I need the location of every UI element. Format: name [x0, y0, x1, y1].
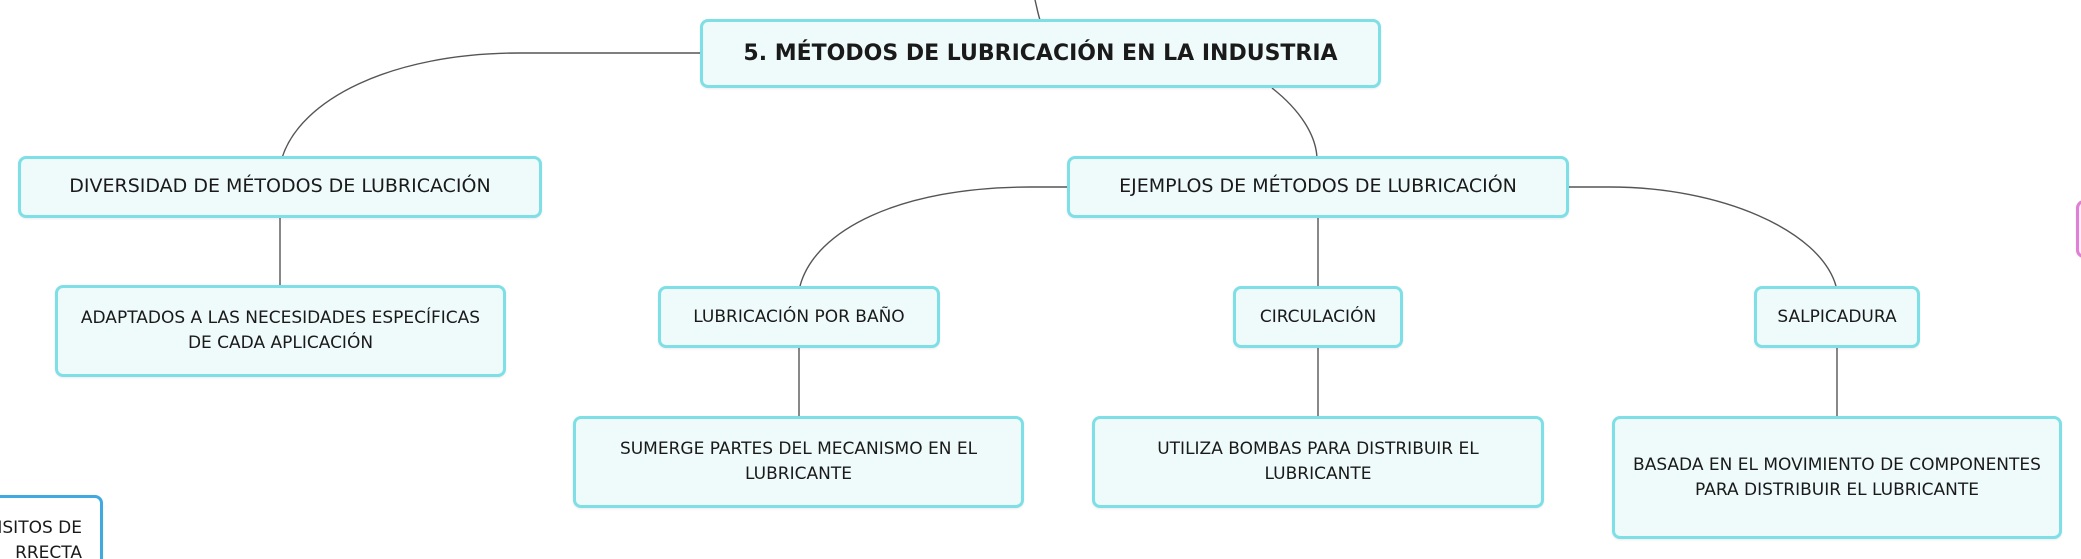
- connector-root-diversity: [281, 52, 700, 159]
- connector-root-examples: [1271, 87, 1318, 159]
- offscreen-left-node[interactable]: UISITOS DE RRECTA: [0, 495, 103, 559]
- diversity-child-label: ADAPTADOS A LAS NECESIDADES ESPECÍFICAS …: [80, 308, 481, 353]
- connector-root-parent: [1034, 0, 1041, 21]
- diversity-node-label: DIVERSIDAD DE MÉTODOS DE LUBRICACIÓN: [69, 175, 491, 198]
- examples-node-label: EJEMPLOS DE MÉTODOS DE LUBRICACIÓN: [1119, 175, 1517, 198]
- diversity-node[interactable]: DIVERSIDAD DE MÉTODOS DE LUBRICACIÓN: [18, 156, 542, 218]
- offscreen-left-label: UISITOS DE RRECTA: [0, 518, 82, 559]
- connector-examples-salpicadura: [1568, 186, 1837, 287]
- bano-detail-label: SUMERGE PARTES DEL MECANISMO EN EL LUBRI…: [619, 439, 978, 484]
- salpicadura-node[interactable]: SALPICADURA: [1754, 286, 1920, 348]
- circulacion-detail-node[interactable]: UTILIZA BOMBAS PARA DISTRIBUIR EL LUBRIC…: [1092, 416, 1544, 508]
- diversity-child-node[interactable]: ADAPTADOS A LAS NECESIDADES ESPECÍFICAS …: [55, 285, 506, 377]
- circulacion-node[interactable]: CIRCULACIÓN: [1233, 286, 1403, 348]
- salpicadura-detail-node[interactable]: BASADA EN EL MOVIMIENTO DE COMPONENTES P…: [1612, 416, 2062, 539]
- salpicadura-detail-label: BASADA EN EL MOVIMIENTO DE COMPONENTES P…: [1633, 454, 2041, 500]
- salpicadura-node-label: SALPICADURA: [1777, 306, 1897, 327]
- circulacion-node-label: CIRCULACIÓN: [1259, 306, 1377, 327]
- offscreen-right-node[interactable]: [2076, 200, 2081, 258]
- examples-node[interactable]: EJEMPLOS DE MÉTODOS DE LUBRICACIÓN: [1067, 156, 1569, 218]
- circulacion-detail-label: UTILIZA BOMBAS PARA DISTRIBUIR EL LUBRIC…: [1157, 439, 1479, 484]
- bano-detail-node[interactable]: SUMERGE PARTES DEL MECANISMO EN EL LUBRI…: [573, 416, 1024, 508]
- connector-examples-bano: [799, 186, 1067, 287]
- bano-node[interactable]: LUBRICACIÓN POR BAÑO: [658, 286, 940, 348]
- bano-node-label: LUBRICACIÓN POR BAÑO: [693, 306, 905, 327]
- root-node[interactable]: 5. MÉTODOS DE LUBRICACIÓN EN LA INDUSTRI…: [700, 19, 1381, 88]
- root-node-label: 5. MÉTODOS DE LUBRICACIÓN EN LA INDUSTRI…: [743, 40, 1338, 66]
